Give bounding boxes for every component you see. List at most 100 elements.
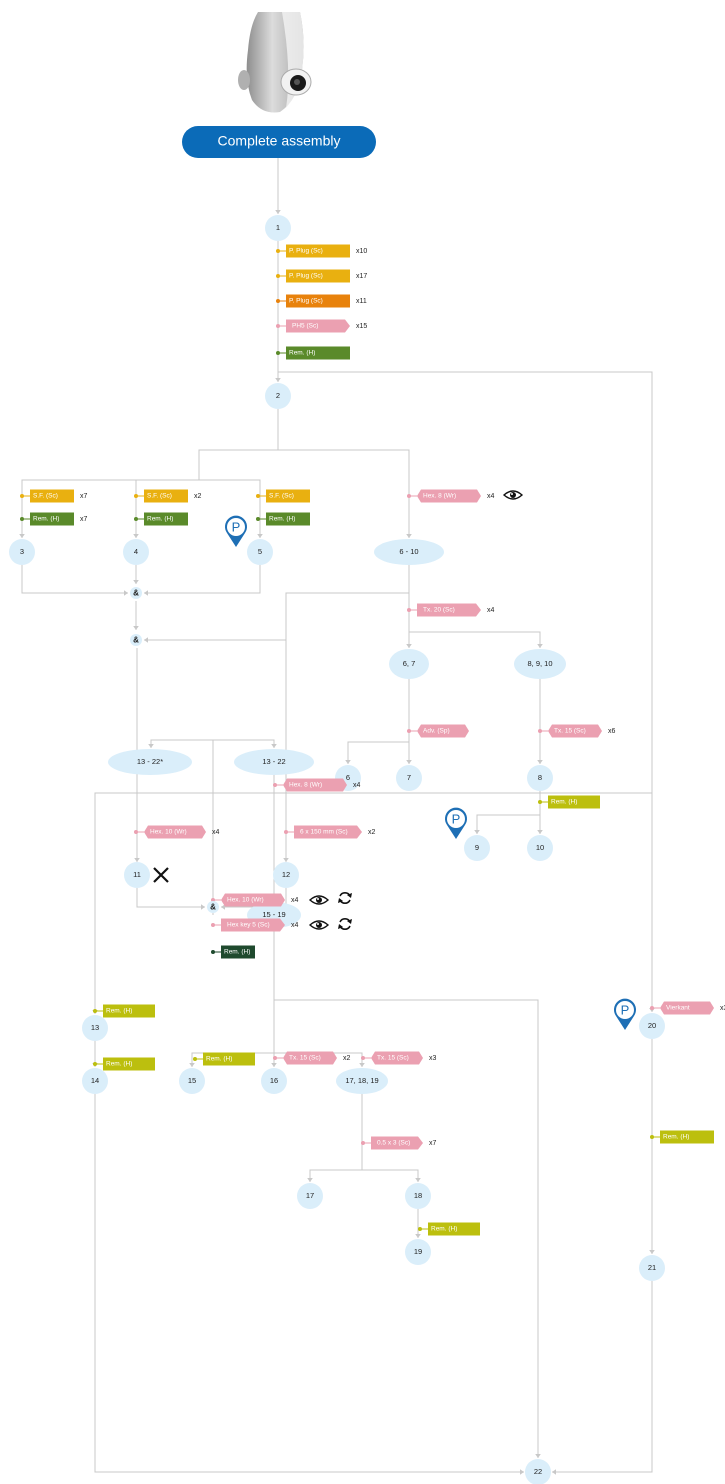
step-node-3[interactable]: 3 [9,539,35,565]
tag-rem-h[interactable]: Rem. (H) [193,1052,255,1066]
step-node-8-9-10[interactable]: 8, 9, 10 [514,649,566,679]
step-node-2[interactable]: 2 [265,383,291,409]
step-node-13-22[interactable]: 13 - 22* [108,749,192,775]
connector-line [285,565,410,862]
tag-rem-h[interactable]: Rem. (H) [256,512,310,526]
step-node-label: 14 [91,1076,99,1085]
tag-s-f-sc[interactable]: S.F. (Sc)x7 [20,489,88,503]
step-node-6-10[interactable]: 6 - 10 [374,539,444,565]
step-node-16[interactable]: 16 [261,1068,287,1094]
step-node-7[interactable]: 7 [396,765,422,791]
step-node-label: 17, 18, 19 [345,1076,378,1085]
step-node-label: 13 - 22 [262,757,285,766]
connector-arrowhead [133,580,139,584]
connector-arrowhead [189,1063,195,1067]
step-node-11[interactable]: 11 [124,862,150,888]
tag-label: Rem. (H) [106,1008,132,1015]
step-node-12[interactable]: 12 [273,862,299,888]
tag-tx-15-sc[interactable]: Tx. 15 (Sc)x6 [538,724,616,738]
step-node-14[interactable]: 14 [82,1068,108,1094]
tag-label: Rem. (H) [663,1134,689,1141]
tag-rem-h[interactable]: Rem. (H) [538,795,600,809]
step-node-label: 6 - 10 [399,547,418,556]
tag-quantity: x4 [487,607,495,614]
tag-0-5-x-3-sc[interactable]: 0.5 x 3 (Sc) x7 [361,1136,437,1150]
connector-line [144,565,261,594]
step-node-label: 7 [407,773,411,782]
join-symbol: & [133,589,139,598]
step-node-13-22[interactable]: 13 - 22 [234,749,314,775]
step-node-15[interactable]: 15 [179,1068,205,1094]
step-node-20[interactable]: 20 [639,1013,665,1039]
tag-quantity: x4 [291,922,299,929]
tag-rem-h[interactable]: Rem. (H)x7 [20,512,88,526]
tag-6-x-150-mm-sc[interactable]: 6 x 150 mm (Sc) x2 [284,825,376,839]
tag-quantity: x2 [368,829,376,836]
tag-tx-15-sc[interactable]: Tx. 15 (Sc)x3 [361,1051,437,1065]
connector-arrowhead [19,534,25,538]
tag-tx-15-sc[interactable]: Tx. 15 (Sc)x2 [273,1051,351,1065]
connector-arrowhead [406,644,412,648]
tag-rem-h[interactable]: Rem. (H) [134,512,188,526]
tag-s-f-sc[interactable]: S.F. (Sc) [256,489,310,503]
tag-hex-8-wr[interactable]: Hex. 8 (Wr)x4 [407,489,495,503]
tag-p-plug-sc[interactable]: P. Plug (Sc)x10 [276,244,367,258]
step-node-6-7[interactable]: 6, 7 [389,649,429,679]
connector-arrowhead [221,904,225,910]
tag-s-f-sc[interactable]: S.F. (Sc)x2 [134,489,202,503]
step-node-4[interactable]: 4 [123,539,149,565]
tag-rem-h[interactable]: Rem. (H) [93,1057,155,1071]
tag-label: 6 x 150 mm (Sc) [300,829,348,836]
step-node-5[interactable]: 5 [247,539,273,565]
tag-rem-h[interactable]: Rem. (H) [650,1130,714,1144]
connector-line [362,1169,419,1182]
connector-arrowhead [406,534,412,538]
connector-line [21,409,279,538]
tag-vierkant[interactable]: Vierkantx3 [650,1001,725,1015]
tag-p-plug-sc[interactable]: P. Plug (Sc)x17 [276,269,367,283]
connector-arrowhead [537,760,543,764]
step-node-21[interactable]: 21 [639,1255,665,1281]
tag-rem-h[interactable]: Rem. (H) [211,945,255,959]
tag-p-plug-sc[interactable]: P. Plug (Sc)x11 [276,294,367,308]
tag-quantity: x7 [429,1140,437,1147]
tag-rem-h[interactable]: Rem. (H) [418,1222,480,1236]
tag-label: P. Plug (Sc) [289,298,323,305]
connector-arrowhead [474,830,480,834]
tag-quantity: x4 [353,782,361,789]
step-node-22[interactable]: 22 [525,1459,551,1484]
step-node-19[interactable]: 19 [405,1239,431,1265]
tag-hex-10-wr[interactable]: Hex. 10 (Wr)x4 [134,825,220,839]
step-node-18[interactable]: 18 [405,1183,431,1209]
tag-tx-20-sc[interactable]: Tx. 20 (Sc)x4 [407,603,495,617]
step-node-17-18-19[interactable]: 17, 18, 19 [336,1068,388,1094]
connector-arrowhead [307,1178,313,1182]
step-node-1[interactable]: 1 [265,215,291,241]
step-node-label: 22 [534,1467,542,1476]
step-node-label: 17 [306,1191,314,1200]
connector-line [274,999,539,1458]
rotate-icon [338,892,352,904]
tag-label: S.F. (Sc) [33,493,58,500]
connector-arrowhead [148,744,154,748]
tag-adv-sp[interactable]: Adv. (Sp) [407,724,469,738]
step-node-label: 15 - 19 [262,910,285,919]
step-node-13[interactable]: 13 [82,1015,108,1041]
tag-hex-8-wr[interactable]: Hex. 8 (Wr)x4 [273,778,361,792]
step-node-label: 13 - 22* [137,757,163,766]
parking-pin-icon: P [445,807,467,839]
connector-arrowhead [537,644,543,648]
tag-hex-10-wr[interactable]: Hex. 10 (Wr)x4 [211,893,299,907]
connector-line [476,814,540,834]
tag-ph5-sc[interactable]: PH5 (Sc)x15 [276,319,367,333]
step-node-10[interactable]: 10 [527,835,553,861]
tag-quantity: x3 [429,1055,437,1062]
step-node-17[interactable]: 17 [297,1183,323,1209]
tag-rem-h[interactable]: Rem. (H) [93,1004,155,1018]
step-node-8[interactable]: 8 [527,765,553,791]
tag-quantity: x2 [194,493,202,500]
tag-rem-h[interactable]: Rem. (H) [276,346,350,360]
tag-hex-key-5-sc[interactable]: Hex key 5 (Sc)x4 [211,918,299,932]
step-node-9[interactable]: 9 [464,835,490,861]
tag-label: 0.5 x 3 (Sc) [377,1140,410,1147]
